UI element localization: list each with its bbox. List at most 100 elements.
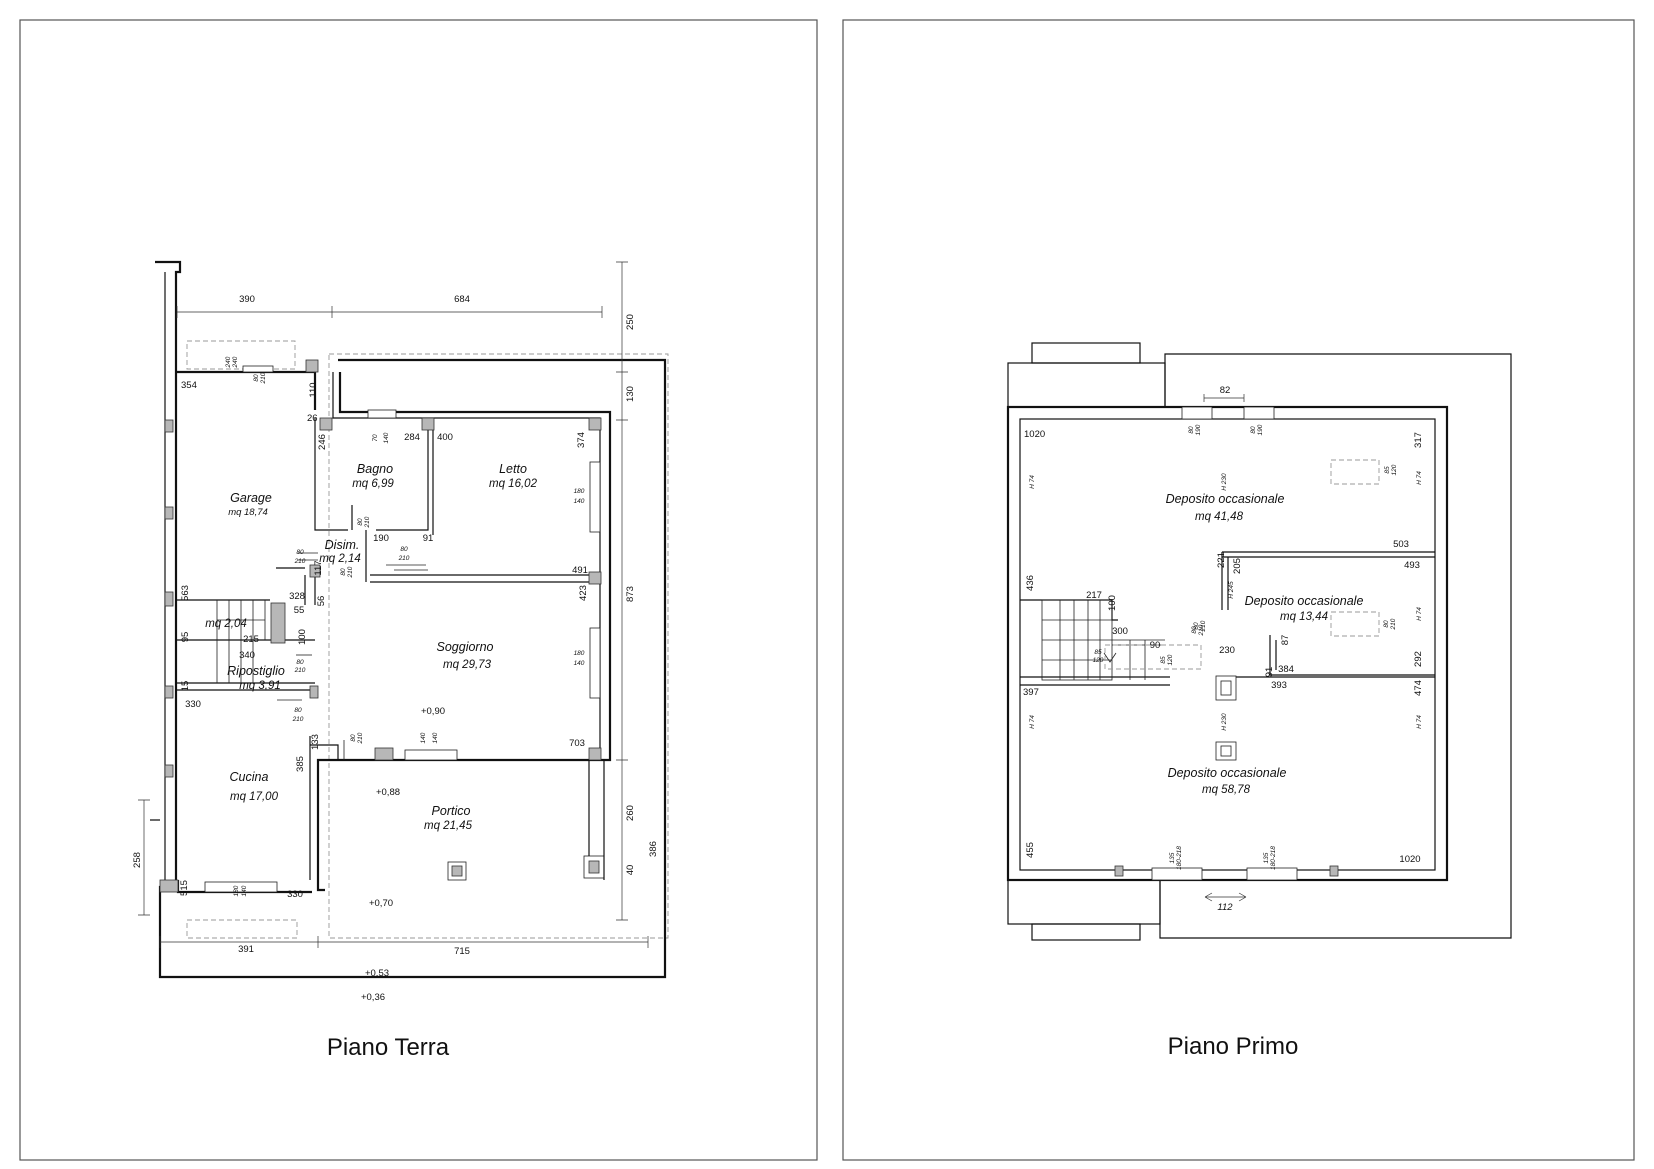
- dim-text: 317: [1413, 432, 1424, 448]
- room-bathroom-name: Bagno: [357, 462, 393, 476]
- room-bedroom-area: mq 16,02: [489, 478, 538, 490]
- garage-top-wall: [176, 370, 317, 410]
- dim-text: 56: [316, 596, 327, 607]
- window-bathroom: [367, 409, 397, 419]
- dim-text: 284: [404, 432, 420, 443]
- window-garage: [242, 365, 274, 373]
- roof-projection: [1031, 342, 1141, 364]
- room-storage-area: mq 3,91: [239, 680, 281, 692]
- dim-text: 91: [423, 533, 434, 544]
- opening-label: 210: [260, 372, 267, 384]
- opening-label: 180: [233, 885, 240, 896]
- opening-label: 210: [294, 667, 306, 674]
- dim-text: 87: [1280, 635, 1291, 646]
- dim-text: 386: [648, 841, 659, 857]
- room-kitchen-area: mq 17,00: [230, 791, 279, 803]
- dim-text: 112: [1217, 902, 1233, 913]
- door-mark: [277, 699, 345, 760]
- opening-label: 140: [574, 660, 585, 667]
- pillar: [305, 359, 319, 373]
- dim-text: 390: [239, 294, 255, 305]
- pillar: [374, 747, 394, 761]
- opening-label: 210: [1390, 618, 1397, 630]
- opening-label: 210: [364, 516, 371, 528]
- kitchen-top-wall: [310, 744, 339, 760]
- porch-column-core: [451, 865, 463, 877]
- dim-text: 873: [625, 586, 636, 602]
- dim-text: 393: [1271, 680, 1287, 691]
- door-mark: [386, 564, 428, 571]
- stair-post: [270, 602, 286, 644]
- opening-label: 80: [350, 734, 357, 742]
- dim-arrow: [1204, 892, 1247, 902]
- stair-treads: [1042, 600, 1112, 680]
- porch-right-edge: [588, 760, 605, 880]
- opening-label: 180-218: [1270, 846, 1277, 870]
- window-bedroom: [589, 461, 601, 533]
- dim-text: 491: [572, 565, 588, 576]
- opening-label: 80: [1191, 626, 1198, 634]
- dim-text: 90: [1150, 640, 1161, 651]
- dim-text: 26: [307, 413, 318, 424]
- partition-wall: [1269, 635, 1435, 676]
- window-living-bottom: [404, 749, 458, 761]
- dim-text: 330: [287, 889, 303, 900]
- dim-text: 292: [1413, 651, 1424, 667]
- level-marker: +0,70: [369, 898, 393, 909]
- eave-outline-top: [186, 340, 296, 370]
- dim-text: 400: [437, 432, 453, 443]
- ground-floor-panel: [19, 19, 818, 1161]
- opening-label: 120: [1093, 657, 1104, 664]
- roof-projection: [1007, 362, 1166, 408]
- room-garage-area: mq 18,74: [228, 507, 268, 518]
- opening-label: 135: [1263, 852, 1270, 863]
- level-marker: +0,53: [365, 968, 389, 979]
- skylight: [1104, 644, 1202, 670]
- bottom-dimension-line: [159, 936, 649, 948]
- eave-outline-bottom: [186, 919, 298, 939]
- dim-text: 1020: [1024, 429, 1045, 440]
- dim-text: 190: [373, 533, 389, 544]
- room-living-name: Soggiorno: [437, 640, 494, 654]
- house-exterior-inner: [332, 372, 601, 752]
- dim-text: 436: [1025, 575, 1036, 591]
- dim-text: 15: [180, 681, 191, 692]
- opening-label: 140: [420, 732, 427, 743]
- opening-label: 80: [294, 707, 302, 714]
- opening-label: 80: [340, 568, 347, 576]
- opening-label: 140: [383, 432, 390, 443]
- dim-text: 397: [1023, 687, 1039, 698]
- pillar: [588, 417, 602, 431]
- opening-label: 190: [1257, 424, 1264, 435]
- top-dimension-line: [176, 306, 603, 318]
- opening-label: 210: [357, 732, 364, 744]
- dim-text: 423: [578, 585, 589, 601]
- opening-label: 85: [1160, 656, 1167, 664]
- dim-line: [1203, 394, 1245, 402]
- dim-text: 205: [1232, 558, 1243, 574]
- pillar: [164, 591, 174, 607]
- roof-projection: [1007, 879, 1161, 925]
- stair-arrow-icon: [1103, 652, 1117, 663]
- height-label: H 74: [1416, 471, 1423, 485]
- dim-text: 715: [454, 946, 470, 957]
- pillar: [309, 564, 321, 578]
- pillar: [319, 417, 333, 431]
- storage-walls: [176, 599, 315, 691]
- dim-text: 384: [1278, 664, 1294, 675]
- first-floor-title: Piano Primo: [1168, 1033, 1299, 1060]
- dim-text: 300: [1112, 626, 1128, 637]
- dim-text: 515: [179, 880, 190, 896]
- bathroom-walls: [314, 418, 434, 535]
- dim-text: 215: [243, 634, 259, 645]
- dim-text: 82: [1220, 385, 1231, 396]
- partition-wall: [1020, 599, 1118, 621]
- dim-text: 503: [1393, 539, 1409, 550]
- chimney-core: [1220, 680, 1232, 696]
- room-storage-1-name: Deposito occasionale: [1166, 492, 1285, 506]
- ground-floor-plan: [138, 260, 669, 979]
- bedroom-bottom-wall: [370, 574, 600, 583]
- right-dimension-line: [616, 261, 628, 921]
- room-storage-3-name: Deposito occasionale: [1168, 766, 1287, 780]
